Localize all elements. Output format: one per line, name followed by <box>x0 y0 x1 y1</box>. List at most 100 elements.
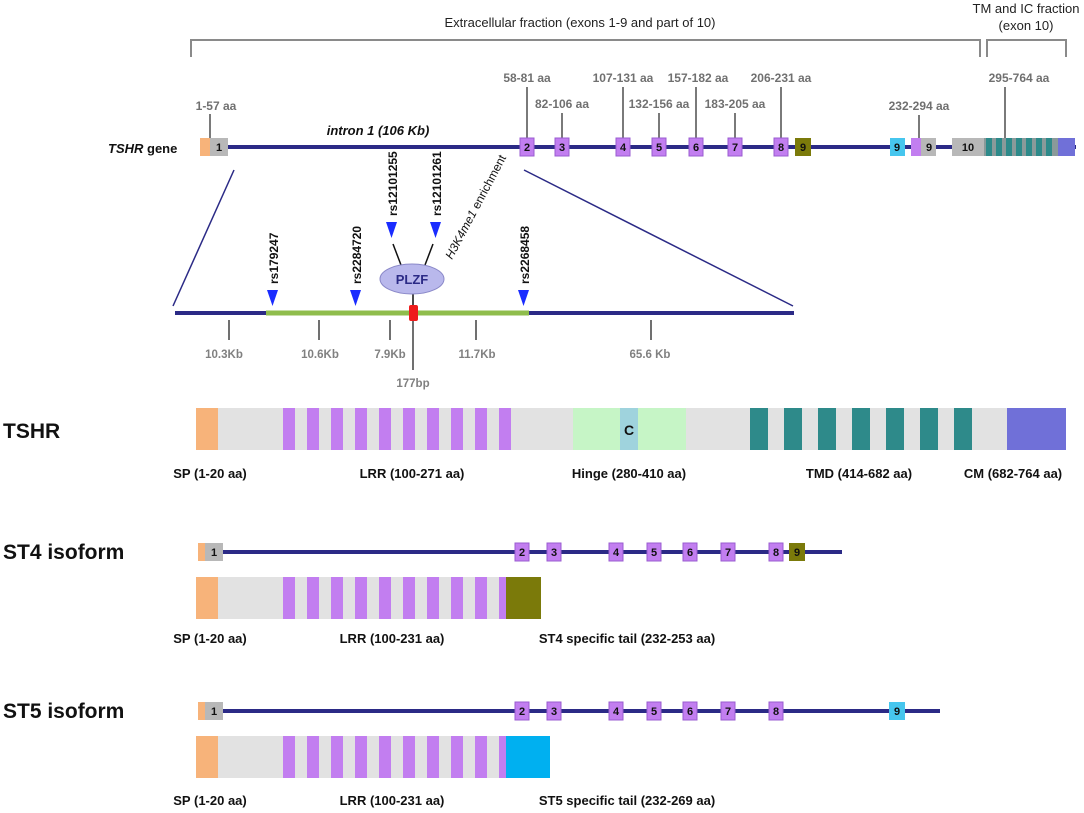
tshr-tmd <box>750 408 972 450</box>
gene-exon-10 <box>952 138 984 156</box>
aa-label-e7: 183-205 aa <box>705 97 766 111</box>
aa-label-e8: 206-231 aa <box>751 71 812 85</box>
st4-tail-label: ST4 specific tail (232-253 aa) <box>539 631 715 646</box>
svg-text:6: 6 <box>687 547 693 559</box>
svg-text:9: 9 <box>794 547 800 559</box>
svg-text:8: 8 <box>773 547 779 559</box>
svg-text:9: 9 <box>894 142 900 154</box>
snp-label-rs2284720: rs2284720 <box>350 226 364 284</box>
aa-label-e9: 232-294 aa <box>889 99 950 113</box>
svg-text:9: 9 <box>800 142 806 154</box>
tshr-lrr-label: LRR (100-271 aa) <box>360 466 465 481</box>
svg-text:1: 1 <box>211 547 217 559</box>
gene-exon-5 <box>651 137 667 157</box>
gene-label: TSHR gene <box>108 141 177 156</box>
st4-protein-bar <box>196 577 541 619</box>
gene-exon-9-st4 <box>795 138 811 156</box>
tshr-c-label: C <box>624 422 634 438</box>
svg-text:7: 7 <box>725 547 731 559</box>
tm-label-line1: TM and IC fraction <box>973 1 1080 16</box>
gene-exons: 1 2 3 4 5 6 7 8 9 9 9 10 <box>200 137 1075 157</box>
snp-marker-rs179247 <box>267 290 278 306</box>
svg-text:6: 6 <box>687 706 693 718</box>
gene-exon-9-st5 <box>890 138 905 156</box>
gene-exon-8 <box>773 137 789 157</box>
tshr-lrr <box>283 408 511 450</box>
distance-label-4: 177bp <box>396 378 429 390</box>
svg-text:3: 3 <box>559 142 565 154</box>
snp-marker-rs12101261 <box>430 222 441 238</box>
gene-exon-6 <box>688 137 704 157</box>
gene-exon-10-cm <box>1058 138 1075 156</box>
zoom-line-left <box>172 169 235 307</box>
svg-text:9: 9 <box>926 142 932 154</box>
svg-text:4: 4 <box>613 547 620 559</box>
aa-labels: 1-57 aa 58-81 aa 82-106 aa 107-131 aa 13… <box>196 71 1050 138</box>
svg-text:2: 2 <box>524 142 530 154</box>
st5-lrr-label: LRR (100-231 aa) <box>340 793 445 808</box>
svg-text:7: 7 <box>725 706 731 718</box>
svg-text:7: 7 <box>732 142 738 154</box>
aa-label-e4: 107-131 aa <box>593 71 654 85</box>
tshr-hinge-label: Hinge (280-410 aa) <box>572 466 686 481</box>
svg-text:5: 5 <box>651 706 657 718</box>
tshr-title: TSHR <box>3 420 60 443</box>
svg-text:1: 1 <box>216 142 222 154</box>
distance-label-2: 10.6Kb <box>301 349 339 361</box>
st5-tail-label: ST5 specific tail (232-269 aa) <box>539 793 715 808</box>
gene-exon-7 <box>727 137 743 157</box>
plzf-label: PLZF <box>396 272 429 287</box>
snp-label-rs2268458: rs2268458 <box>518 226 532 284</box>
zoom-line-right <box>523 169 794 307</box>
svg-text:4: 4 <box>613 706 620 718</box>
svg-text:5: 5 <box>656 142 662 154</box>
st5-protein-bar <box>196 736 550 778</box>
gene-exon-4 <box>615 137 631 157</box>
intron-label: intron 1 (106 Kb) <box>327 123 430 138</box>
snp-label-rs12101255: rs12101255 <box>386 151 400 216</box>
aa-label-e5: 132-156 aa <box>629 97 690 111</box>
aa-label-e2: 58-81 aa <box>503 71 551 85</box>
plzf-bubble <box>379 263 445 295</box>
h3k4me1-red-mark <box>409 305 418 321</box>
svg-text:1: 1 <box>211 706 217 718</box>
h3k4me1-label: H3K4me1 enrichment <box>442 152 509 262</box>
snp-marker-rs2284720 <box>350 290 361 306</box>
gene-exon-3 <box>554 137 570 157</box>
gene-exon-9 <box>921 138 936 156</box>
svg-text:6: 6 <box>693 142 699 154</box>
aa-label-e1: 1-57 aa <box>196 99 237 113</box>
svg-text:8: 8 <box>773 706 779 718</box>
extracellular-label: Extracellular fraction (exons 1-9 and pa… <box>445 15 716 30</box>
distance-label-5: 11.7Kb <box>458 349 495 361</box>
distance-ticks <box>228 320 652 370</box>
svg-text:8: 8 <box>778 142 784 154</box>
tm-label-line2: (exon 10) <box>999 18 1054 33</box>
svg-text:10: 10 <box>962 142 974 154</box>
st5-exons: 1 2 3 4 5 6 7 8 9 <box>198 701 905 721</box>
snp-label-rs12101261: rs12101261 <box>430 151 444 216</box>
svg-text:3: 3 <box>551 706 557 718</box>
svg-text:2: 2 <box>519 706 525 718</box>
snp-markers <box>267 222 529 306</box>
tshr-cm <box>1007 408 1066 450</box>
tshr-sp-label: SP (1-20 aa) <box>173 466 246 481</box>
distance-label-6: 65.6 Kb <box>630 349 671 361</box>
st5-specific-tail <box>506 736 550 778</box>
tshr-c-peptide <box>620 408 638 450</box>
distance-label-3: 7.9Kb <box>374 349 405 361</box>
st4-sp-label: SP (1-20 aa) <box>173 631 246 646</box>
st5-sp-label: SP (1-20 aa) <box>173 793 246 808</box>
st4-specific-tail <box>506 577 541 619</box>
gene-exon-1-utr <box>200 138 210 156</box>
snp-marker-rs2268458 <box>518 290 529 306</box>
svg-text:2: 2 <box>519 547 525 559</box>
aa-label-e6: 157-182 aa <box>668 71 729 85</box>
gene-exon-2 <box>519 137 535 157</box>
tshr-tmd-label: TMD (414-682 aa) <box>806 466 912 481</box>
aa-label-e10: 295-764 aa <box>989 71 1050 85</box>
svg-text:5: 5 <box>651 547 657 559</box>
tshr-cm-label: CM (682-764 aa) <box>964 466 1062 481</box>
st5-title: ST5 isoform <box>3 700 124 723</box>
